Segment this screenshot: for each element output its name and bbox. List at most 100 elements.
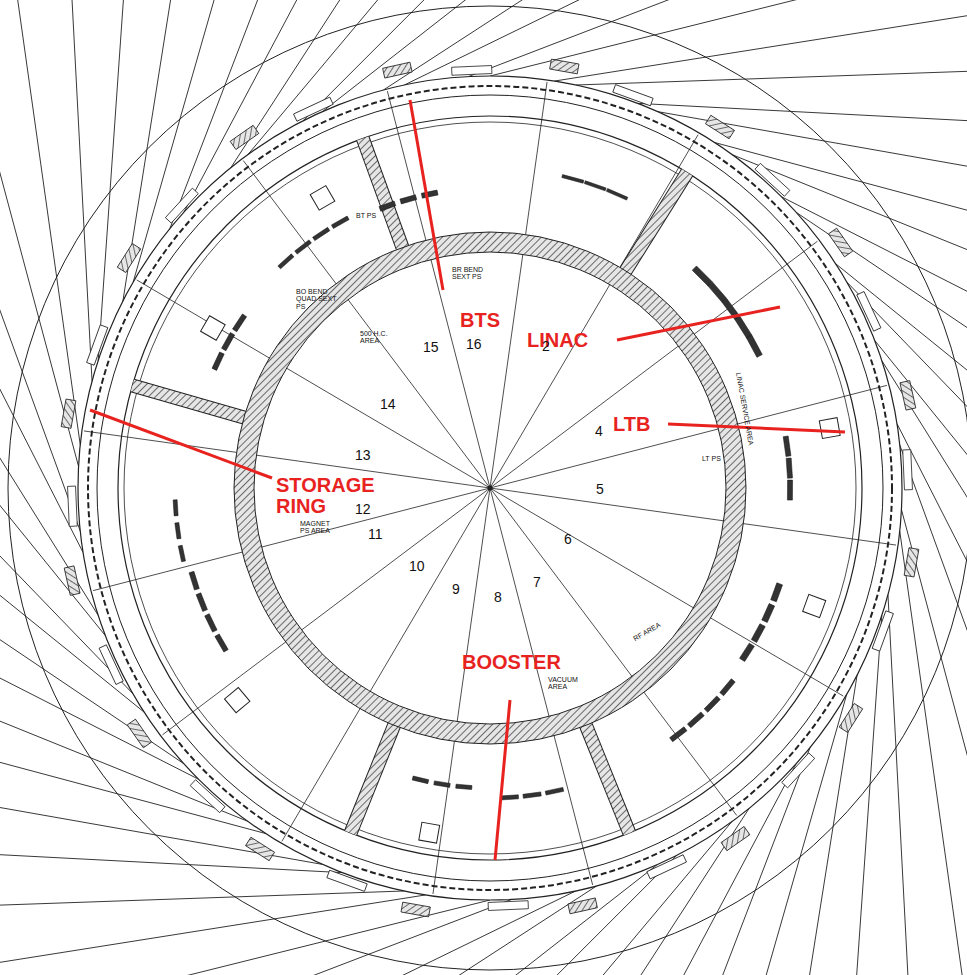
sector-lines — [84, 82, 896, 894]
beamline — [554, 0, 967, 81]
shield-block — [550, 59, 579, 74]
ring-wall-edge — [254, 252, 726, 724]
callout-label: LINAC — [527, 330, 617, 351]
equipment-rack — [313, 227, 330, 240]
sector-number: 5 — [596, 482, 616, 497]
area-label: 500 H.C. AREA — [360, 330, 396, 345]
shield-block — [705, 115, 734, 138]
beamline — [404, 0, 967, 85]
outer-boundary — [8, 6, 967, 970]
sector-line — [433, 488, 490, 894]
area-label: BR BEND SEXT PS — [452, 266, 494, 281]
shield-block — [230, 125, 259, 149]
sector-line — [490, 488, 593, 885]
shield-block — [401, 902, 430, 917]
sector-number: 11 — [368, 527, 392, 542]
beamline — [0, 0, 80, 531]
equipment-rack — [751, 624, 765, 643]
beamline — [901, 510, 967, 975]
beamline — [0, 891, 576, 975]
equipment-rack — [670, 727, 687, 742]
shield-block — [64, 566, 80, 596]
shield-block — [452, 66, 492, 76]
equipment-box — [201, 316, 226, 341]
equipment-rack — [692, 266, 712, 286]
area-label: MAGNET PS AREA — [300, 520, 340, 535]
shield-block — [488, 901, 528, 911]
inner-wall — [118, 116, 862, 860]
beamline — [0, 0, 79, 466]
outer-wall — [78, 76, 902, 900]
beamline — [0, 895, 426, 975]
shield-block — [68, 486, 78, 526]
area-label: LT PS — [702, 455, 732, 462]
tunnel-wall — [97, 95, 883, 881]
equipment-rack — [233, 314, 247, 332]
shield-block — [721, 826, 750, 850]
room-wall — [363, 138, 403, 247]
sector-number: 6 — [564, 532, 584, 547]
equipment-rack — [173, 500, 178, 516]
room-wall — [626, 173, 687, 271]
area-label: BT PS — [356, 212, 386, 219]
shield-block — [828, 228, 852, 257]
equipment-rack — [189, 571, 199, 590]
sector-number: 4 — [595, 424, 615, 439]
room-wall — [586, 725, 629, 833]
sector-number: 14 — [380, 397, 404, 412]
shield-block — [904, 548, 919, 577]
sector-line — [490, 241, 817, 488]
leader-line — [90, 410, 272, 478]
leader-line — [410, 100, 443, 290]
callout-label: BTS — [460, 310, 520, 331]
area-label: BO BEND QUAD SEXT PS — [296, 288, 344, 310]
shield-blocks — [61, 59, 919, 917]
room-wall — [363, 138, 403, 247]
sector-line — [387, 91, 490, 488]
equipment-rack — [747, 335, 763, 357]
room-wall — [351, 725, 394, 833]
shield-block — [117, 244, 140, 273]
sector-number: 7 — [533, 575, 553, 590]
equipment-rack — [720, 679, 735, 696]
leader-line — [617, 307, 780, 340]
equipment-rack — [740, 643, 755, 661]
callout-label: BOOSTER — [462, 652, 572, 673]
shield-block — [246, 837, 275, 860]
equipment-rack — [545, 787, 563, 795]
equipment-rack — [735, 316, 752, 338]
sector-line — [490, 385, 887, 488]
equipment-rack — [606, 189, 627, 200]
equipment-rack — [331, 216, 349, 228]
booster-path — [124, 122, 856, 854]
equipment-rack — [222, 333, 235, 351]
sector-line — [490, 488, 896, 545]
beamline — [900, 445, 967, 975]
ring-wall-edge — [234, 232, 746, 744]
shield-block — [61, 399, 76, 428]
beamline — [55, 0, 92, 381]
beamline — [0, 899, 512, 975]
equipment-box — [803, 594, 826, 617]
center-point — [488, 486, 493, 491]
leader-lines — [90, 100, 845, 860]
equipment-rack — [212, 352, 224, 370]
sector-number: 2 — [542, 339, 562, 354]
shield-block — [903, 450, 913, 490]
shield-block — [127, 719, 151, 748]
beamline — [900, 531, 967, 975]
equipment-rack — [205, 614, 217, 632]
equipment-rack — [434, 781, 450, 788]
equipment-rack — [704, 696, 720, 712]
sector-number: 16 — [466, 337, 490, 352]
equipment-rack — [787, 480, 792, 500]
area-label: VACUUM AREA — [548, 676, 588, 691]
equipment-rack — [196, 593, 207, 612]
equipment-rack — [687, 712, 704, 728]
beamline — [468, 0, 967, 77]
equipment-rack — [421, 190, 438, 198]
beamline — [576, 61, 967, 85]
room-wall — [626, 173, 687, 271]
sector-line — [490, 82, 547, 488]
